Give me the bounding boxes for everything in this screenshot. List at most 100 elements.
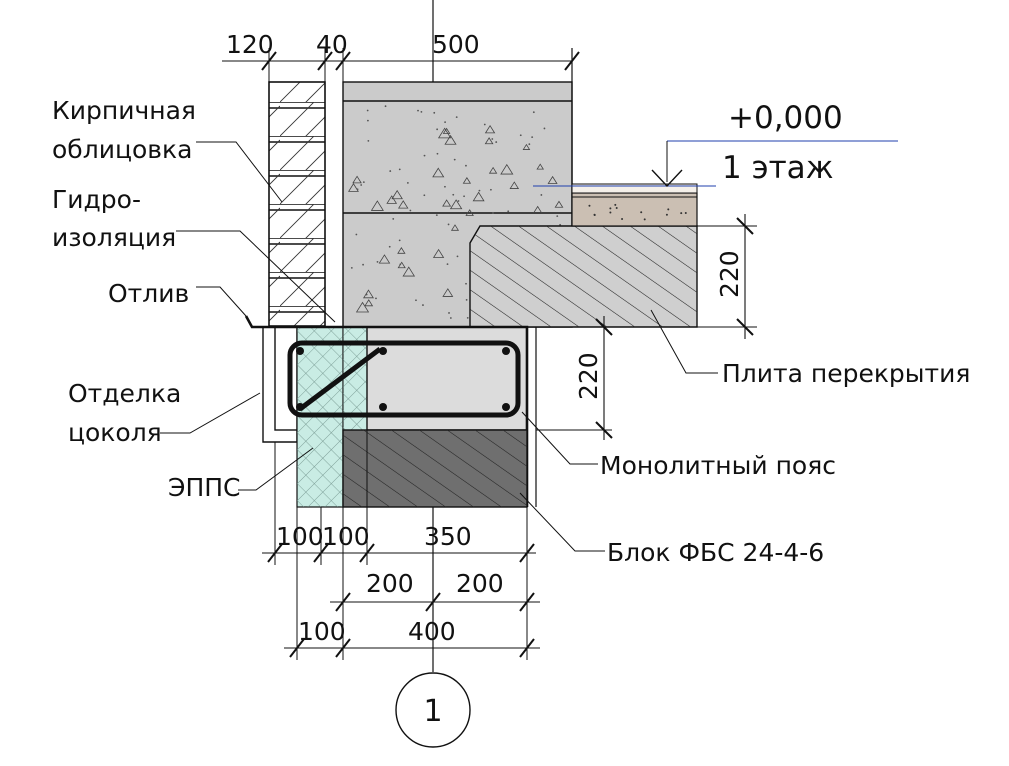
level-value: +0,000 [728,100,843,136]
aggregate-stone [397,246,406,254]
aggregate-stone [352,175,362,184]
aggregate-stone [432,248,445,258]
aggregate-dot [495,141,498,143]
label-hydro-line2: изоляция [52,223,176,252]
aggregate-stone [347,183,359,192]
aggregate-stone [386,195,398,204]
aggregate-dot [436,128,439,131]
aggregate-stone [462,176,472,184]
label-slab: Плита перекрытия [722,359,970,388]
aggregate-dot [455,116,458,119]
finish-grain [684,211,687,214]
label-otliv: Отлив [108,279,189,308]
dim-row3-b: 400 [408,617,456,646]
aggregate-dot [423,154,426,157]
aggregate-dot [399,263,402,266]
label-plinth-line2: цоколя [68,418,162,447]
aggregate-dot [556,215,559,217]
aggregate-dot [423,194,426,197]
aggregate-stone [364,299,374,307]
label-brick-line1: Кирпичная [52,96,196,125]
aggregate-dot [446,263,449,266]
aggregate-dot [465,298,468,301]
aggregate-dot [433,111,436,114]
aggregate-dot [447,223,450,226]
slab-dimension: 220 [697,214,757,339]
aggregate-dot [420,110,423,113]
aggregate-stone [536,163,545,170]
floor-slab [469,225,698,328]
aggregate-dot [466,316,469,319]
finish-grain [614,203,617,206]
aggregate-stone [484,124,496,134]
finish-grain [593,213,596,216]
aggregate-stone [547,175,558,184]
aggregate-stone [442,199,452,207]
aggregate-stone [397,200,409,209]
label-belt: Монолитный пояс [600,451,836,480]
finish-grain [680,212,683,215]
belt-dimension: 220 [536,316,613,440]
aggregate-dot [452,193,455,196]
aggregate-stone [444,134,457,145]
aggregate-dot [543,127,546,130]
aggregate-dot [356,188,359,191]
aggregate-dot [388,245,391,248]
finish-grain [588,204,591,207]
concrete-aggregate [347,105,564,319]
leader-lines [160,141,718,552]
aggregate-dot [540,194,543,196]
dim-row3-a: 100 [298,617,346,646]
aggregate-dot [465,282,467,285]
dim-belt-height: 220 [574,352,603,400]
aggregate-dot [559,223,562,226]
aggregate-dot [367,119,369,122]
aggregate-dot [478,189,481,192]
finish-grain [609,211,612,214]
aggregate-dot [422,304,424,306]
aggregate-dot [376,260,379,263]
aggregate-dot [444,121,446,124]
top-dimension-line: 120 40 500 [222,30,580,82]
aggregate-stone [472,191,485,202]
aggregate-stone [484,137,494,145]
axis-marker: 1 [395,672,471,748]
aggregate-dot [435,214,438,217]
aggregate-dot [449,317,452,319]
dim-row1-b: 100 [322,522,370,551]
finish-grain [667,208,670,211]
dim-row1-c: 350 [424,522,472,551]
aggregate-dot [528,143,531,146]
aggregate-stone [533,205,543,213]
aggregate-dot [456,255,459,258]
axis-number: 1 [423,694,442,729]
finish-grain [640,211,643,214]
aggregate-dot [355,233,358,236]
aggregate-dot [532,111,535,114]
aggregate-stone [522,143,531,150]
aggregate-dot [367,140,370,142]
aggregate-dot [362,263,364,266]
aggregate-dot [384,105,387,108]
finish-grain [643,218,646,221]
finish-grain [621,218,624,221]
aggregate-dot [491,138,494,140]
aggregate-dot [483,123,486,126]
aggregate-dot [415,299,417,302]
fbs-block [342,429,528,508]
finish-grain [609,207,612,210]
brick-facing [268,81,326,327]
aggregate-dot [417,109,419,112]
floor-finish [571,183,698,227]
bottom-dimension-row-1: 100 100 350 [262,430,536,565]
aggregate-stone [449,199,463,210]
aggregate-stone [370,200,384,211]
label-plinth-line1: Отделка [68,379,181,408]
aggregate-dot [492,211,494,214]
aggregate-stone [554,200,564,208]
label-epps: ЭППС [168,473,241,502]
dim-row2-b: 200 [456,569,504,598]
aggregate-stone [437,127,452,139]
aggregate-stone [378,254,391,264]
